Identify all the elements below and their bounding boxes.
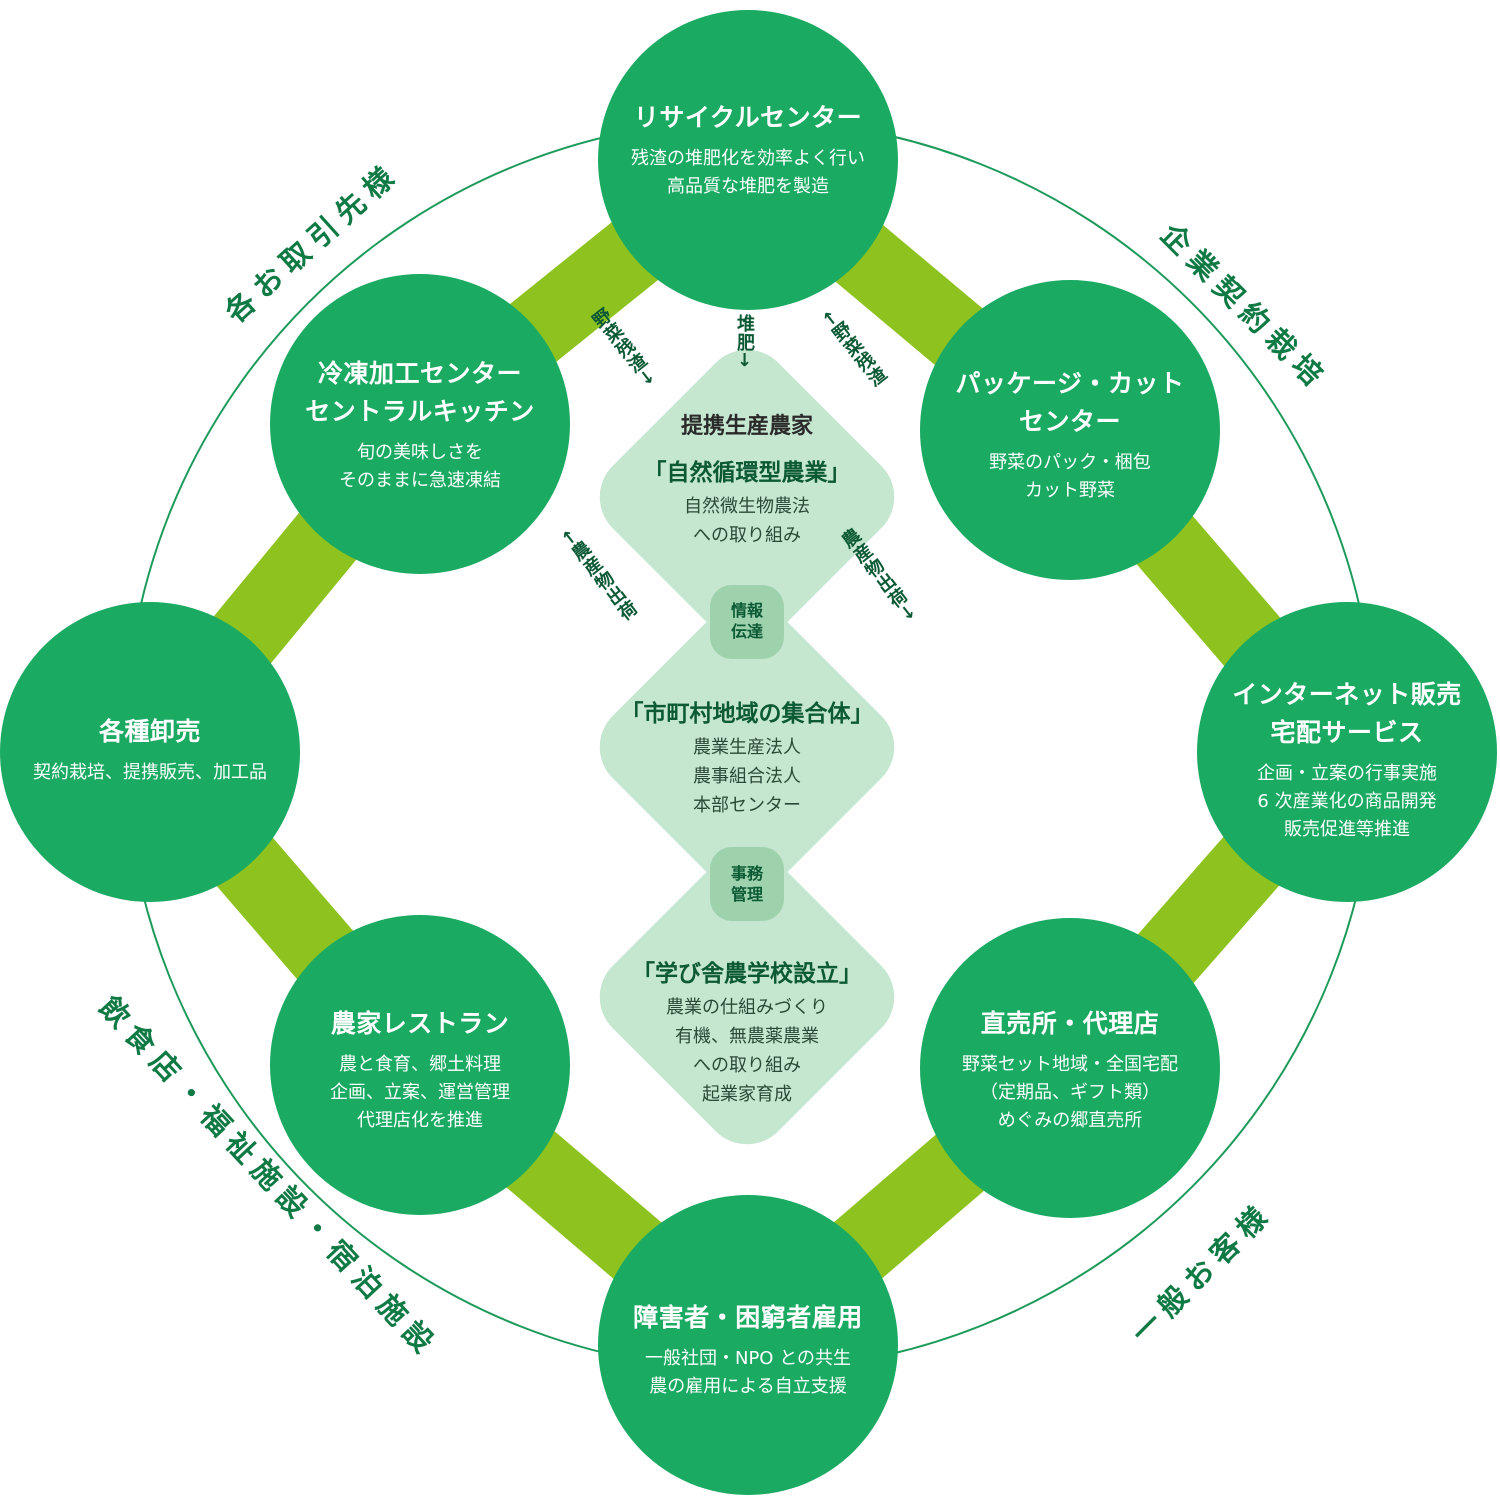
badge-information: 情報 伝達 bbox=[730, 601, 763, 641]
circle-employment bbox=[598, 1195, 898, 1495]
node-title: インターネット販売 宅配サービス bbox=[1232, 680, 1462, 747]
node-title: リサイクルセンター bbox=[633, 103, 863, 132]
node-desc: 野菜のパック・梱包 カット野菜 bbox=[989, 452, 1151, 501]
node-circles bbox=[0, 10, 1497, 1495]
diamond-bottom-text: 「学び舎農学校設立」 農業の仕組みづくり 有機、無農薬農業 への取り組み 起業家… bbox=[597, 955, 897, 1109]
node-wholesale: 各種卸売 契約栽培、提携販売、加工品 bbox=[8, 680, 292, 820]
diamond-middle-body: 農業生産法人 農事組合法人 本部センター bbox=[693, 737, 801, 816]
circle-frozen bbox=[270, 274, 570, 574]
circle-package bbox=[920, 280, 1220, 580]
diamond-top-head: 提携生産農家 bbox=[680, 414, 813, 439]
badge-lower-shape bbox=[710, 847, 784, 921]
node-title: 農家レストラン bbox=[330, 1009, 510, 1038]
center-diamonds bbox=[599, 349, 895, 1145]
node-desc: 野菜セット地域・全国宅配 （定期品、ギフト類） めぐみの郷直売所 bbox=[962, 1054, 1178, 1131]
node-package-center: パッケージ・カット センター 野菜のパック・梱包 カット野菜 bbox=[932, 330, 1208, 540]
node-desc: 企画・立案の行事実施 6 次産業化の商品開発 販売促進等推進 bbox=[1257, 763, 1437, 840]
flow-compost: 堆肥→ bbox=[734, 314, 755, 369]
node-desc: 残渣の堆肥化を効率よく行い 高品質な堆肥を製造 bbox=[631, 148, 865, 197]
node-title: 各種卸売 bbox=[98, 717, 201, 746]
node-employment: 障害者・困窮者雇用 一般社団・NPO との共生 農の雇用による自立支援 bbox=[610, 1280, 886, 1420]
node-direct-store: 直売所・代理店 野菜セット地域・全国宅配 （定期品、ギフト類） めぐみの郷直売所 bbox=[932, 990, 1208, 1150]
diamond-middle bbox=[599, 599, 895, 895]
node-farm-restaurant: 農家レストラン 農と食育、郷土料理 企画、立案、運営管理 代理店化を推進 bbox=[282, 990, 558, 1150]
node-title: 直売所・代理店 bbox=[980, 1009, 1160, 1038]
node-title: 障害者・困窮者雇用 bbox=[633, 1303, 863, 1332]
node-desc: 契約栽培、提携販売、加工品 bbox=[33, 762, 267, 783]
diamond-top-text: 提携生産農家 「自然循環型農業」 自然微生物農法 への取り組み bbox=[597, 410, 897, 550]
node-title: パッケージ・カット センター bbox=[955, 369, 1185, 436]
node-title: 冷凍加工センター セントラルキッチン bbox=[305, 359, 535, 426]
node-recycle-center: リサイクルセンター 残渣の堆肥化を効率よく行い 高品質な堆肥を製造 bbox=[610, 40, 886, 260]
diamond-middle-title: 「市町村地域の集合体」 bbox=[620, 701, 874, 727]
diamond-top bbox=[599, 349, 895, 645]
badge-upper-shape bbox=[710, 585, 784, 659]
diamond-bottom-body: 農業の仕組みづくり 有機、無農薬農業 への取り組み 起業家育成 bbox=[666, 997, 828, 1105]
node-internet-sales: インターネット販売 宅配サービス 企画・立案の行事実施 6 次産業化の商品開発 … bbox=[1207, 660, 1487, 860]
circle-recycle bbox=[598, 10, 898, 310]
diamond-bottom-title: 「学び舎農学校設立」 bbox=[632, 961, 862, 987]
diamond-middle-text: 「市町村地域の集合体」 農業生産法人 農事組合法人 本部センター bbox=[597, 695, 897, 820]
node-desc: 農と食育、郷土料理 企画、立案、運営管理 代理店化を推進 bbox=[330, 1054, 510, 1131]
node-desc: 一般社団・NPO との共生 農の雇用による自立支援 bbox=[644, 1348, 852, 1397]
node-desc: 旬の美味しさを そのままに急速凍結 bbox=[339, 442, 501, 491]
diamond-top-title: 「自然循環型農業」 bbox=[643, 460, 851, 486]
node-frozen-center: 冷凍加工センター セントラルキッチン 旬の美味しさを そのままに急速凍結 bbox=[282, 320, 558, 530]
circle-direct bbox=[920, 918, 1220, 1218]
diamond-bottom bbox=[599, 849, 895, 1145]
circle-wholesale bbox=[0, 602, 300, 902]
circle-restaurant bbox=[270, 915, 570, 1215]
diamond-top-body: 自然微生物農法 への取り組み bbox=[684, 496, 810, 546]
badge-administration: 事務 管理 bbox=[730, 864, 763, 904]
circle-internet bbox=[1197, 602, 1497, 902]
